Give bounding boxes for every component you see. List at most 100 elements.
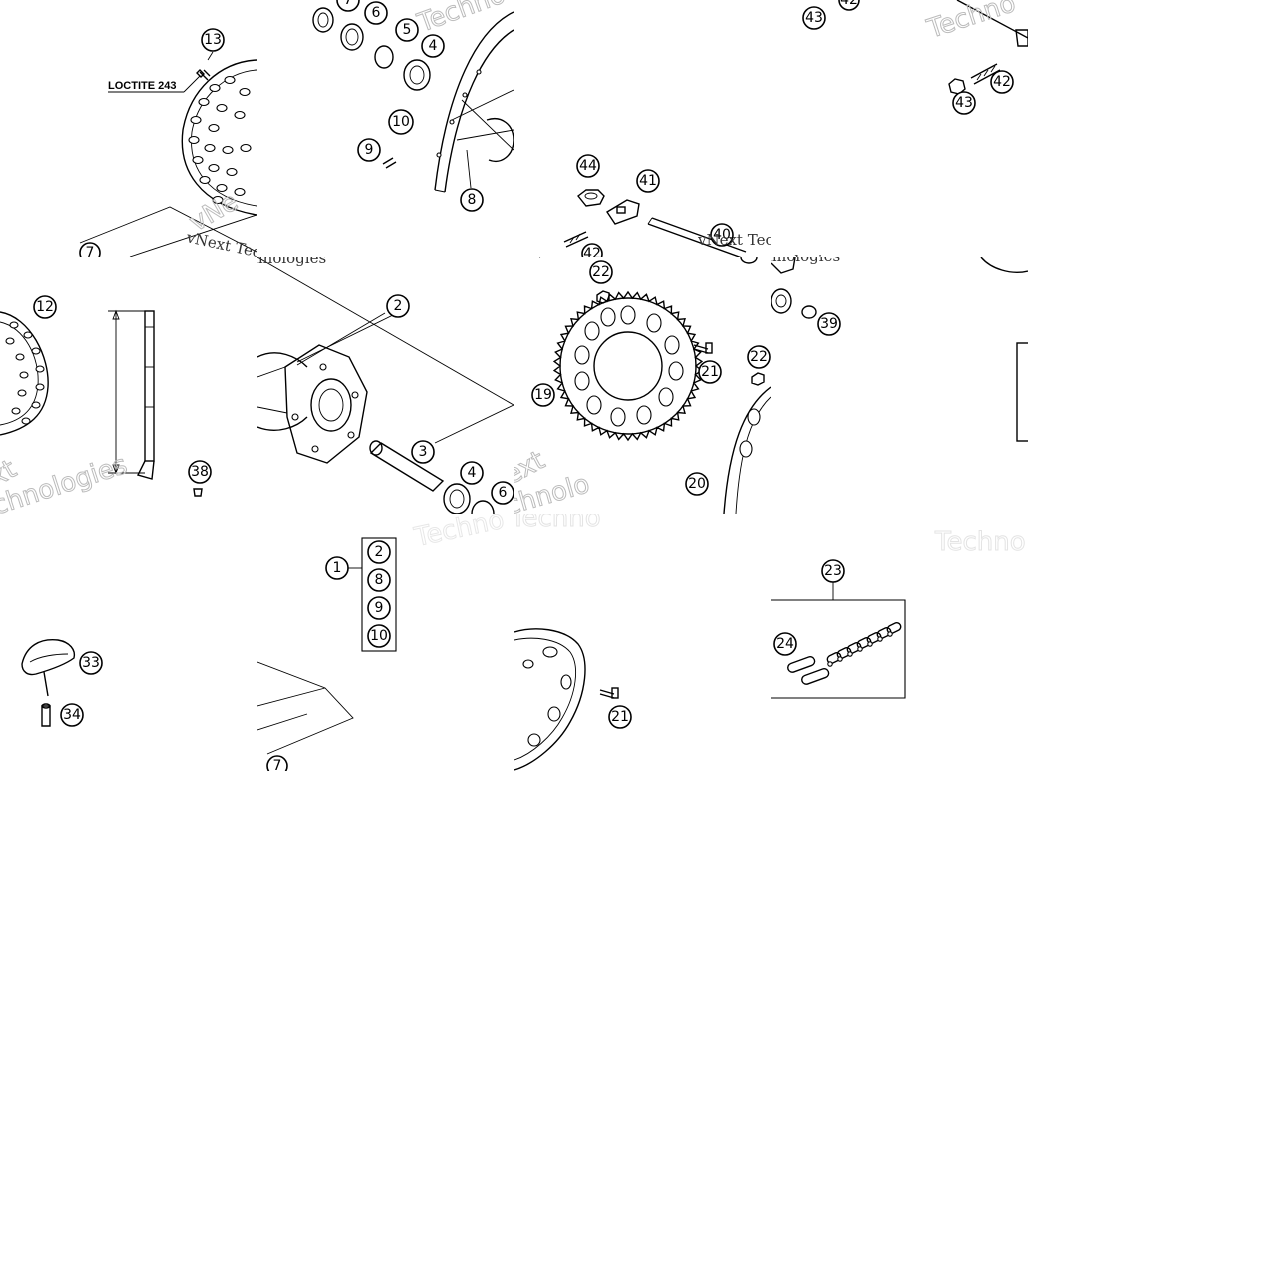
callout-42: 42 <box>838 0 860 11</box>
chain-pin <box>877 636 883 642</box>
svg-text:5: 5 <box>403 22 412 38</box>
tile-brake-disc-top: LOCTITE 243 13 7 vNe vNext Tec <box>0 0 257 257</box>
watermark-text: Techno <box>514 514 601 533</box>
spoke <box>136 310 155 480</box>
tile-wheel-kit: Techno 1 2 8 9 10 7 <box>257 514 514 771</box>
svg-text:2: 2 <box>375 544 384 560</box>
callout-12: 12 <box>33 295 57 319</box>
adjuster-bolt-42 <box>563 231 589 248</box>
callout-21: 21 <box>698 360 722 384</box>
chain-link <box>876 626 892 640</box>
svg-text:9: 9 <box>365 142 374 158</box>
svg-text:1: 1 <box>333 560 342 576</box>
bearing-4 <box>403 59 431 91</box>
callout-7: 7 <box>79 242 101 257</box>
chain-pin <box>887 631 893 637</box>
kit-item-2: 2 <box>367 540 391 564</box>
svg-text:44: 44 <box>579 158 597 174</box>
callout-4: 4 <box>421 34 445 58</box>
callout-38: 38 <box>188 460 212 484</box>
rim-8 <box>434 11 514 193</box>
brake-disc-12 <box>0 311 49 436</box>
spacer-6 <box>340 23 364 51</box>
chain-kit-box <box>771 599 906 699</box>
frame-edge <box>956 0 1028 47</box>
svg-text:8: 8 <box>468 192 477 208</box>
sprocket-19 <box>552 290 704 442</box>
sprocket-20 <box>514 628 586 771</box>
chain-link <box>826 651 842 665</box>
chain-link <box>856 636 872 650</box>
svg-text:40: 40 <box>713 227 731 243</box>
hub-2 <box>257 344 368 464</box>
chain-link <box>886 621 902 635</box>
tile-spacer: 39 hnologies <box>771 257 1028 514</box>
nipple-9 <box>382 157 397 169</box>
svg-text:21: 21 <box>701 364 719 380</box>
brake-disc <box>181 59 257 216</box>
svg-text:12: 12 <box>36 299 54 315</box>
watermark-text: vNext Tec <box>697 231 771 249</box>
kit-item-10: 10 <box>367 624 391 648</box>
chain-link <box>846 641 862 655</box>
svg-text:23: 23 <box>824 563 842 579</box>
watermark-text: chnologies <box>0 450 131 514</box>
bolt-21 <box>693 342 713 354</box>
tile-axle: 44 41 42 40 vNext Tec <box>514 0 771 257</box>
screw-34 <box>41 703 51 727</box>
nut-22 <box>751 372 765 386</box>
spacer-6 <box>471 500 495 514</box>
callout-40: 40 <box>710 223 734 247</box>
svg-text:10: 10 <box>370 628 388 644</box>
callout-7: 7 <box>336 0 360 12</box>
callout-43: 43 <box>952 91 976 115</box>
svg-text:42: 42 <box>583 246 601 257</box>
callout-33: 33 <box>79 651 103 675</box>
bearing-4 <box>443 483 471 514</box>
kit-group-box <box>361 537 397 652</box>
watermark-text: Techno <box>411 514 507 553</box>
callout-23: 23 <box>821 559 845 583</box>
callout-3: 3 <box>411 440 435 464</box>
svg-text:8: 8 <box>375 572 384 588</box>
svg-text:6: 6 <box>372 5 381 21</box>
tile-chain: 23 24 Techno <box>771 514 1028 771</box>
callout-4: 4 <box>460 461 484 485</box>
callout-22: 22 <box>747 345 771 369</box>
callout-1: 1 <box>325 556 349 580</box>
svg-text:21: 21 <box>611 709 629 725</box>
tile-hub: 2 3 4 6 hnologies <box>257 257 514 514</box>
callout-6: 6 <box>491 481 514 505</box>
callout-6: 6 <box>364 1 388 25</box>
spacer-3 <box>369 440 445 492</box>
svg-text:4: 4 <box>429 38 438 54</box>
chain-23 <box>826 621 902 667</box>
axle-nut-44 <box>577 189 605 207</box>
callout-21: 21 <box>608 705 632 729</box>
svg-text:42: 42 <box>840 0 858 8</box>
tile-clip: 33 34 <box>0 514 257 771</box>
callout-42: 42 <box>990 70 1014 94</box>
callout-20: 20 <box>685 472 709 496</box>
svg-text:7: 7 <box>344 0 353 8</box>
bolt-21 <box>599 687 619 699</box>
callout-22: 22 <box>589 260 613 284</box>
watermark-text: vNext Tec <box>184 228 257 257</box>
exploded-frame <box>257 661 354 755</box>
callout-13: 13 <box>201 28 225 52</box>
tile-adjuster: 43 42 42 43 Techno hnologies <box>771 0 1028 257</box>
sprocket-teeth <box>552 290 704 442</box>
svg-text:6: 6 <box>499 485 508 501</box>
callout-5: 5 <box>395 18 419 42</box>
svg-text:9: 9 <box>375 600 384 616</box>
hub-bolt <box>771 257 796 314</box>
callout-44: 44 <box>576 154 600 178</box>
callout-10: 10 <box>388 109 414 135</box>
watermark-text: Techno <box>413 0 509 39</box>
svg-text:42: 42 <box>993 74 1011 90</box>
watermark-text: Techno <box>923 0 1019 45</box>
kit-item-8: 8 <box>367 568 391 592</box>
chain-link <box>866 631 882 645</box>
spoke-dimension <box>108 309 145 475</box>
spacer-39 <box>740 257 758 264</box>
